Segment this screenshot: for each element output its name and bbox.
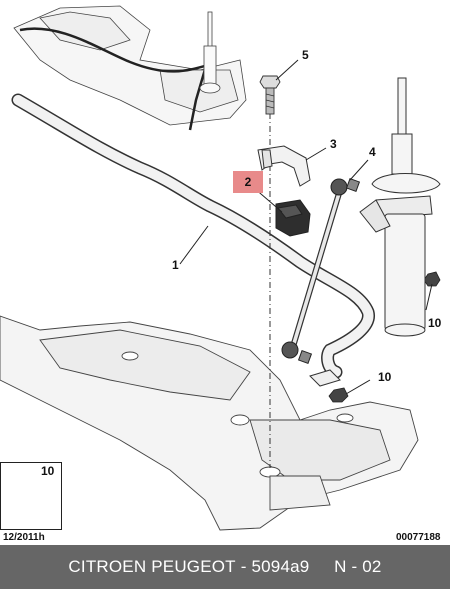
bushing (275, 199, 311, 237)
callout-2: 2 (244, 175, 252, 189)
nuts (328, 271, 441, 403)
footer-brand: CITROEN PEUGEOT (68, 557, 236, 576)
exploded-diagram (0, 5, 441, 531)
footer-page: N - 02 (334, 557, 382, 576)
subframe (0, 315, 419, 531)
callout-2-highlight: 2 (233, 171, 263, 193)
callout-1: 1 (172, 258, 179, 272)
drawing-number: 00077188 (396, 532, 441, 543)
bolt (259, 75, 281, 115)
footer-gap (309, 557, 334, 577)
callout-4: 4 (369, 145, 376, 159)
callout-10-link: 10 (378, 370, 392, 384)
callout-3: 3 (330, 137, 337, 151)
detail-inset: 10 (0, 462, 62, 530)
bracket (257, 145, 311, 187)
stabilizer-bar (11, 93, 375, 379)
footer-part-number: 5094a9 (251, 557, 310, 576)
callout-5: 5 (302, 48, 309, 62)
stabilizer-link (281, 177, 361, 387)
footer-separator: - (235, 557, 252, 576)
strut (359, 77, 441, 337)
footer-bar: CITROEN PEUGEOT - 5094a9 N - 02 (0, 545, 450, 589)
callout-10-strut: 10 (428, 316, 442, 330)
callout-10-detail: 10 (41, 464, 55, 478)
overview-subframe (13, 5, 247, 131)
date-code: 12/2011h (3, 532, 45, 543)
